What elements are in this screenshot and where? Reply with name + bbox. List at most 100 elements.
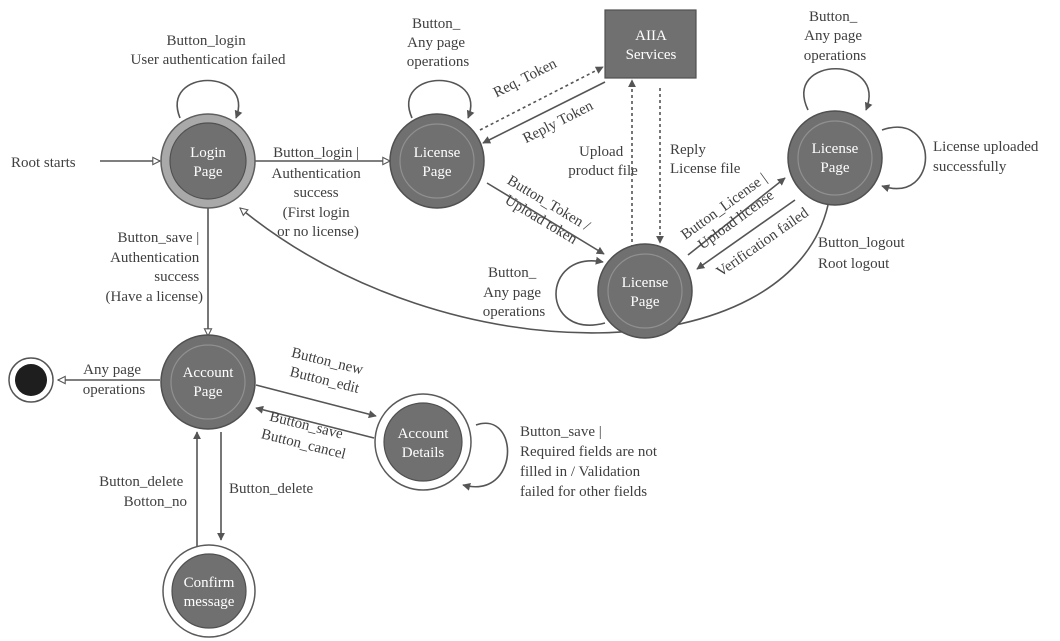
state-account-page: Account Page <box>160 334 256 430</box>
edge-verification-failed <box>696 199 796 270</box>
nodes: Login Page License Page AIIA Services Li… <box>8 9 883 638</box>
edge-new-edit <box>255 384 377 419</box>
label-account-to-end-line2: operations <box>83 382 146 398</box>
svg-text:Page: Page <box>820 160 850 176</box>
label-license2-self-line1: Button_ <box>488 265 537 281</box>
label-login-to-license-line2: Authentication <box>272 166 362 182</box>
svg-text:message: message <box>184 594 235 610</box>
label-license-page-2-line2: Page <box>630 294 660 310</box>
state-aiia-services: AIIA Services <box>604 9 697 79</box>
label-license-page-1-line2: Page <box>422 164 452 180</box>
label-license3-self: Button_ Any page operations <box>804 9 867 64</box>
edge-logout <box>240 204 829 334</box>
label-root-starts: Root starts <box>11 155 76 171</box>
label-license-uploaded-line2: successfully <box>933 159 1007 175</box>
label-license-page-3-line2: Page <box>820 160 850 176</box>
label-account-page-line2: Page <box>193 384 223 400</box>
svg-text:AIIA: AIIA <box>635 28 667 44</box>
label-account-page-line1: Account <box>183 365 235 381</box>
label-logout: Button_logout Root logout <box>818 235 908 272</box>
label-login-to-account-line1: Button_save | <box>118 230 200 246</box>
label-details-self-line3: filled in / Validation <box>520 464 641 480</box>
label-delete-line1: Button_delete <box>229 481 313 497</box>
label-aiia-services-line1: AIIA <box>635 28 667 44</box>
edge-details-self <box>462 422 509 491</box>
label-new-edit: Button_new Button_edit <box>285 345 368 398</box>
label-account-details-line1: Account <box>398 426 450 442</box>
label-details-self-line2: Required fields are not <box>520 444 658 460</box>
label-login-self: Button_login User authentication failed <box>131 33 286 68</box>
label-license-uploaded: License uploaded successfully <box>933 139 1042 175</box>
label-confirm-message-line1: Confirm <box>184 575 235 591</box>
edge-labels: Root starts Button_login User authentica… <box>11 9 1042 510</box>
label-root-starts-text: Root starts <box>11 155 76 171</box>
state-account-details: Account Details <box>374 393 472 491</box>
edge-button-token <box>486 182 605 255</box>
label-license1-self-line2: Any page <box>407 35 465 51</box>
edge-license-uploaded <box>881 126 927 193</box>
label-save-cancel: Button_save Button_cancel <box>259 408 352 463</box>
svg-text:Confirm: Confirm <box>184 575 235 591</box>
state-end <box>8 357 54 403</box>
label-confirm-message-line2: message <box>184 594 235 610</box>
svg-text:License: License <box>414 145 461 161</box>
edge-save-cancel <box>255 405 375 439</box>
label-license3-self-line2: Any page <box>804 28 862 44</box>
label-logout-line2: Root logout <box>818 256 890 272</box>
edge-license2-self <box>555 256 606 326</box>
edge-license3-self <box>803 67 873 111</box>
label-license1-self-line3: operations <box>407 54 470 70</box>
state-license-page-2: License Page <box>597 243 693 339</box>
edge-button-license <box>687 177 786 256</box>
label-reply-license-line1: Reply <box>670 142 706 158</box>
label-license-page-2-line1: License <box>622 275 669 291</box>
label-login-to-license-line1: Button_login | <box>273 145 359 161</box>
label-login-to-license: Button_login | Authentication success (F… <box>272 145 365 240</box>
label-license2-self-line2: Any page <box>483 285 541 301</box>
label-license-page-1-line1: License <box>414 145 461 161</box>
edge-reply-token <box>482 81 606 144</box>
label-delete: Button_delete <box>229 481 313 497</box>
svg-text:Account: Account <box>398 426 450 442</box>
label-aiia-services-line2: Services <box>626 47 677 63</box>
label-license2-self-line3: operations <box>483 304 546 320</box>
label-delete-no-line2: Botton_no <box>124 494 187 510</box>
label-license2-self: Button_ Any page operations <box>483 265 546 320</box>
label-login-to-license-line4: (First login <box>283 205 351 221</box>
edge-login-self <box>176 79 243 119</box>
label-reply-license: Reply License file <box>670 142 741 177</box>
label-login-to-account-line4: (Have a license) <box>106 289 203 305</box>
label-account-to-end-line1: Any page <box>83 362 141 378</box>
label-account-details-line2: Details <box>402 445 445 461</box>
label-account-to-end: Any page operations <box>83 362 146 398</box>
svg-text:Page: Page <box>422 164 452 180</box>
svg-text:Details: Details <box>402 445 445 461</box>
svg-text:License: License <box>812 141 859 157</box>
label-login-to-account: Button_save | Authentication success (Ha… <box>106 230 203 305</box>
label-license1-self: Button_ Any page operations <box>407 16 470 70</box>
label-logout-line1: Button_logout <box>818 235 906 251</box>
label-license1-self-line1: Button_ <box>412 16 461 32</box>
label-upload-product-line1: Upload <box>579 144 624 160</box>
label-upload-product: Upload product file <box>568 144 638 179</box>
edge-req-token <box>479 66 604 131</box>
label-details-self-line4: failed for other fields <box>520 484 647 500</box>
svg-text:Page: Page <box>630 294 660 310</box>
label-login-self-line2: User authentication failed <box>131 52 286 68</box>
label-details-self-line1: Button_save | <box>520 424 602 440</box>
edge-license1-self <box>408 79 475 119</box>
label-login-page-line1: Login <box>190 145 226 161</box>
svg-text:License: License <box>622 275 669 291</box>
svg-text:Services: Services <box>626 47 677 63</box>
state-login-page: Login Page <box>160 113 256 209</box>
label-license3-self-line1: Button_ <box>809 9 858 25</box>
label-login-to-account-line3: success <box>154 269 199 285</box>
state-license-page-3: License Page <box>787 110 883 206</box>
label-login-to-license-line3: success <box>294 185 339 201</box>
svg-text:Account: Account <box>183 365 235 381</box>
label-delete-no-line1: Button_delete <box>99 474 183 490</box>
label-license-uploaded-line1: License uploaded <box>933 139 1039 155</box>
label-delete-no: Button_delete Botton_no <box>99 474 187 510</box>
state-confirm-message: Confirm message <box>162 544 256 638</box>
